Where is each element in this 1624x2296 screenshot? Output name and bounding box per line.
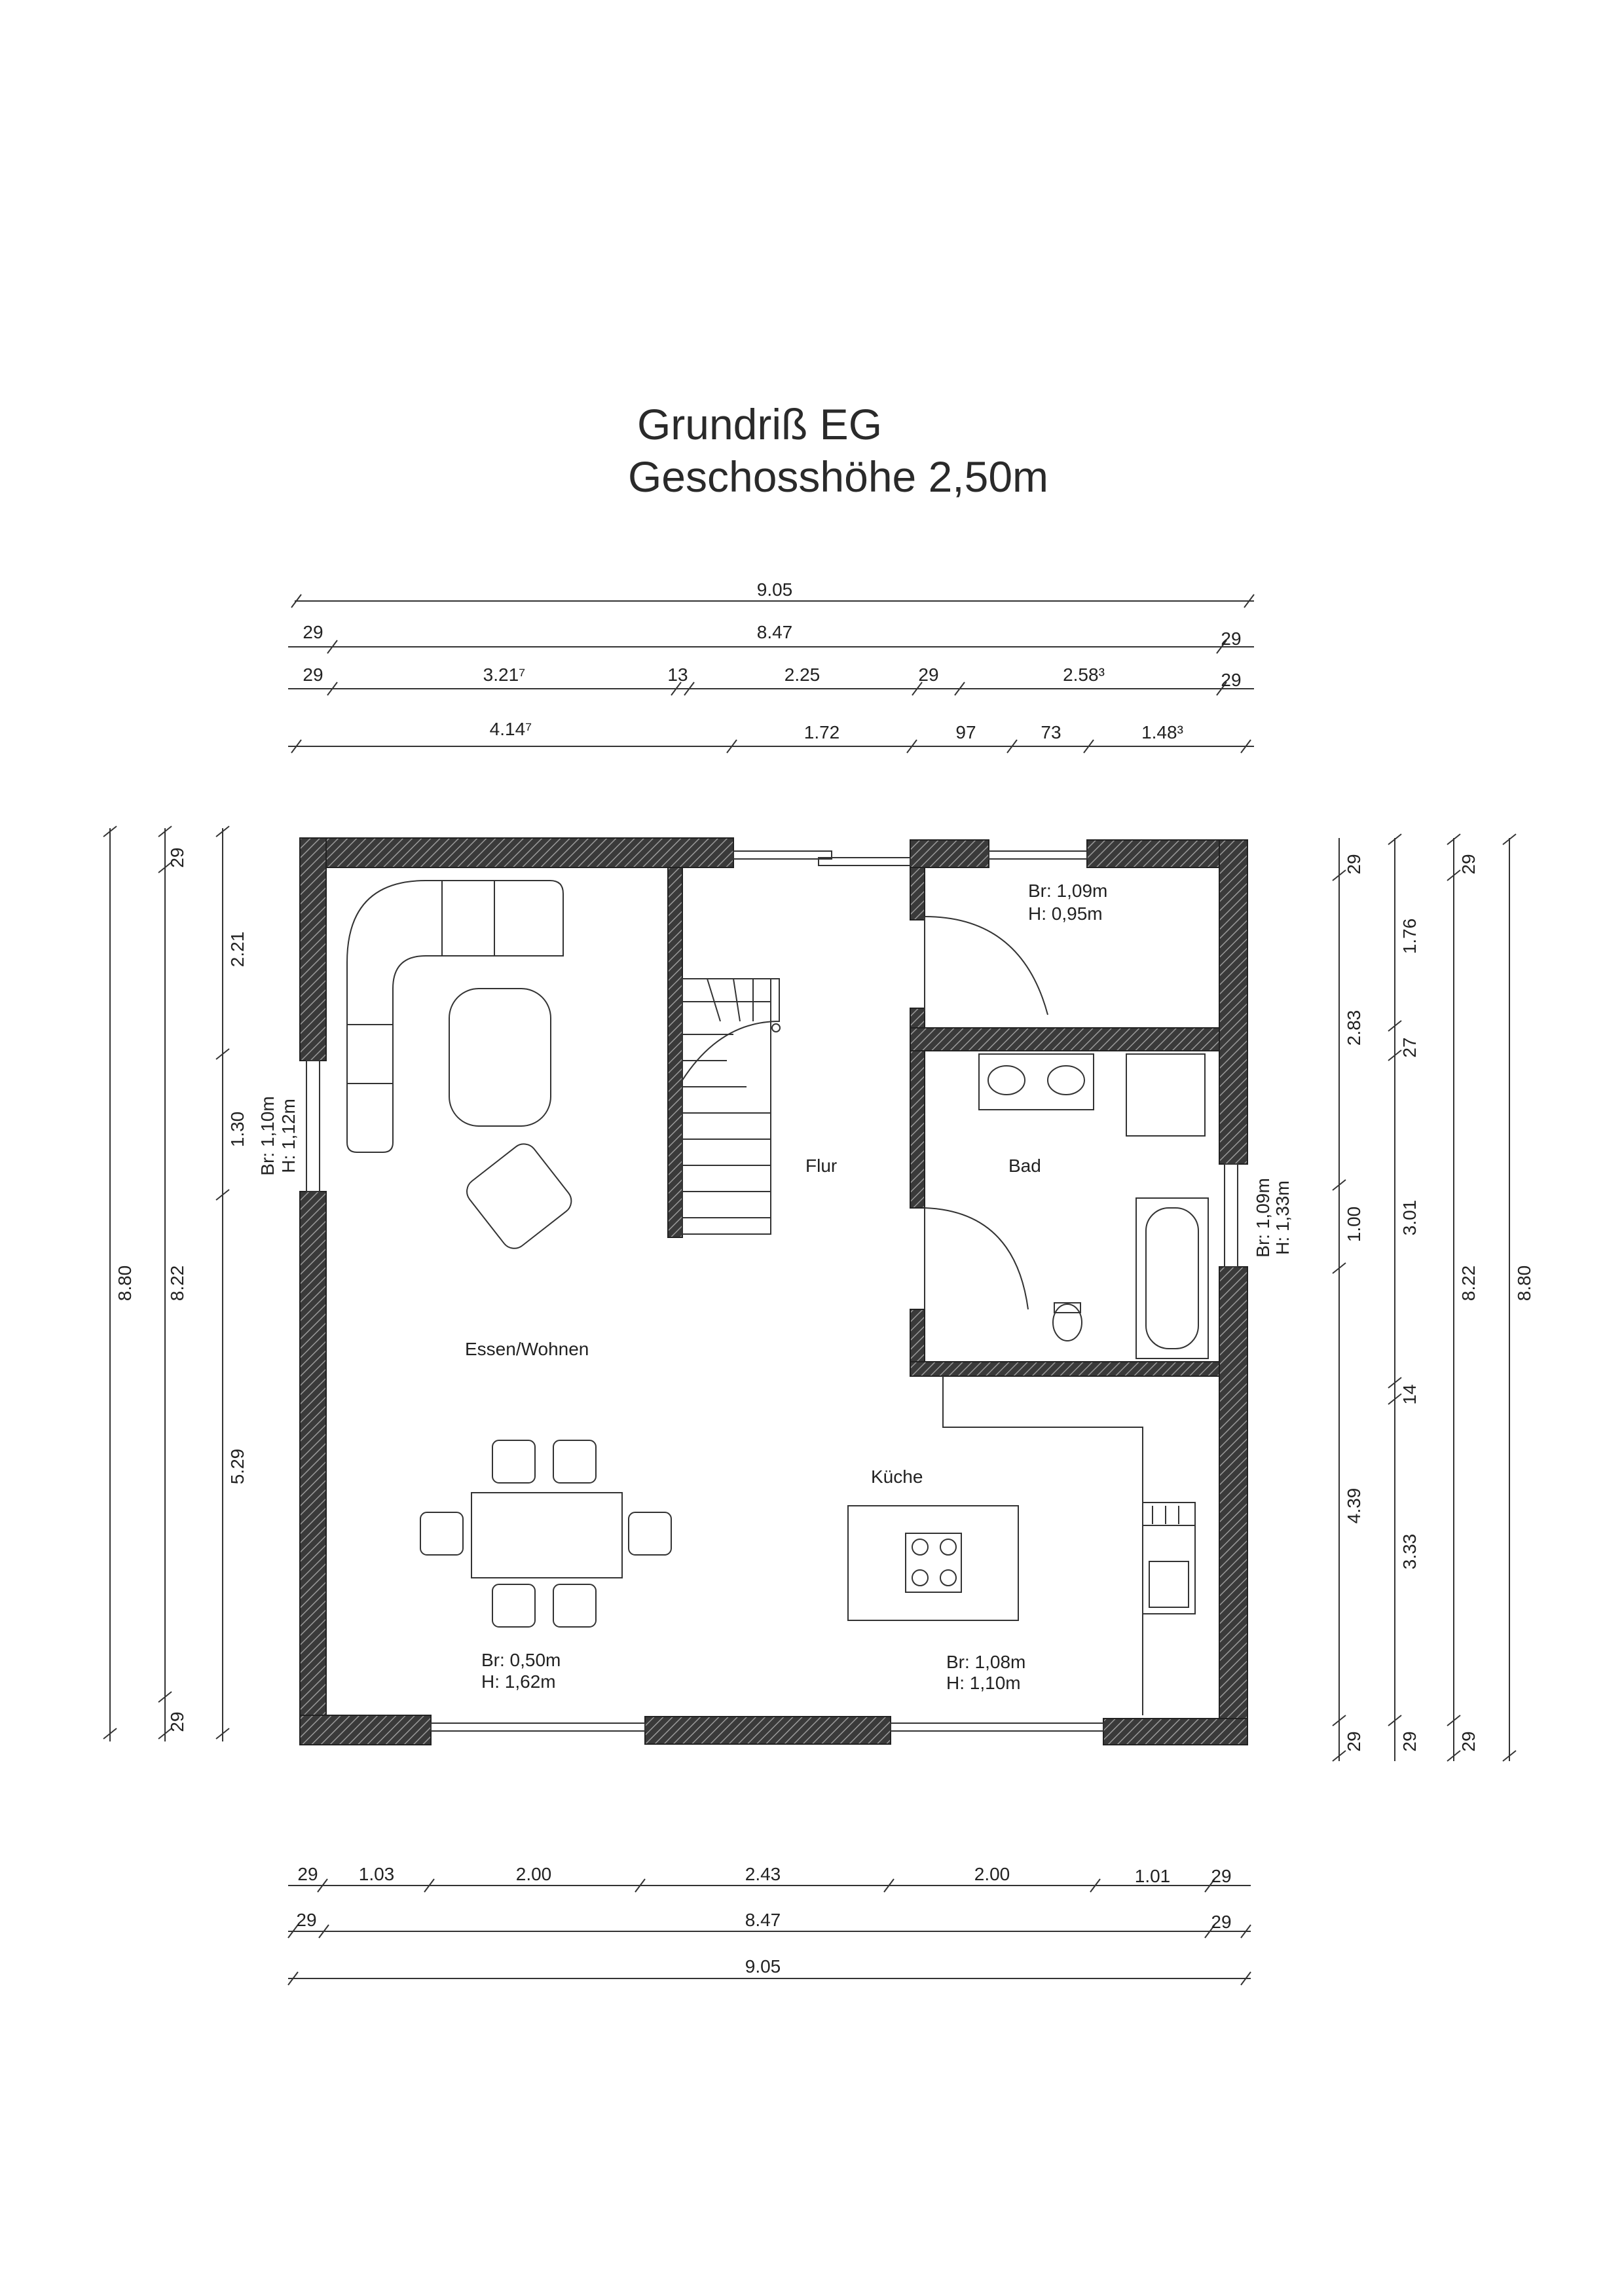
dim-right-mid-c: 3.01 (1399, 1200, 1420, 1236)
windows (306, 850, 1238, 1732)
dim-bottom-r1-a: 29 (297, 1864, 318, 1884)
dim-top-r3-a: 29 (303, 665, 323, 685)
dim-bottom-total: 9.05 (745, 1956, 781, 1977)
dim-left-total: 8.80 (115, 1266, 135, 1302)
room-label-hall: Flur (805, 1156, 837, 1176)
furniture (346, 880, 1209, 1715)
dim-right-mid-d: 14 (1399, 1384, 1420, 1404)
dim-left-inner-a: 2.21 (227, 932, 248, 968)
bottom-dimension-labels: 29 1.03 2.00 2.43 2.00 1.01 29 29 8.47 2… (296, 1864, 1231, 1977)
dim-bottom-r2-c: 29 (1211, 1912, 1231, 1932)
dim-top-r3-f: 2.58³ (1063, 665, 1105, 685)
dim-top-r2-a: 29 (303, 622, 323, 642)
dim-right-inner-a: 29 (1344, 854, 1364, 874)
dim-right-outer-c: 29 (1458, 1731, 1479, 1751)
right-dimension-labels: 29 2.83 1.00 4.39 29 1.76 27 3.01 14 3.3… (1344, 854, 1534, 1751)
dim-right-inner-e: 29 (1344, 1731, 1364, 1751)
window-south-left-height: H: 1,62m (481, 1671, 556, 1692)
dim-bottom-r2-b: 8.47 (745, 1910, 781, 1930)
dim-right-outer-b: 8.22 (1458, 1266, 1479, 1302)
plan-title: Grundriß EG (637, 400, 883, 448)
dim-top-r3-e: 29 (918, 665, 938, 685)
left-dimensions (103, 826, 230, 1741)
window-east-height: H: 1,33m (1272, 1180, 1293, 1255)
dim-right-mid-e: 3.33 (1399, 1534, 1420, 1570)
window-south-left-width: Br: 0,50m (481, 1650, 561, 1670)
dim-right-mid-a: 1.76 (1399, 919, 1420, 955)
room-label-kitchen: Küche (871, 1467, 923, 1487)
dim-top-r4-d: 73 (1041, 722, 1061, 742)
bottom-dimensions (287, 1878, 1251, 1986)
dim-left-inner-b: 1.30 (227, 1112, 248, 1148)
dim-right-inner-c: 1.00 (1344, 1207, 1364, 1243)
dim-bottom-r1-d: 2.43 (745, 1864, 781, 1884)
walls (299, 837, 1248, 1745)
dim-right-inner-b: 2.83 (1344, 1010, 1364, 1046)
dim-bottom-r1-f: 1.01 (1135, 1866, 1171, 1886)
right-dimensions (1332, 833, 1517, 1762)
dim-top-r3-b: 3.21⁷ (483, 665, 526, 685)
window-wc-height: H: 0,95m (1028, 903, 1103, 924)
dim-top-r3-c: 13 (667, 665, 688, 685)
dim-right-mid-f: 29 (1399, 1731, 1420, 1751)
dim-right-mid-b: 27 (1399, 1037, 1420, 1057)
window-south-right-width: Br: 1,08m (946, 1652, 1025, 1672)
window-labels: Br: 1,09m H: 0,95m Br: 1,10m H: 1,12m Br… (257, 881, 1293, 1693)
room-labels: Essen/Wohnen Flur Bad Küche (465, 1156, 1041, 1487)
window-east-width: Br: 1,09m (1253, 1178, 1273, 1257)
room-label-bath: Bad (1008, 1156, 1041, 1176)
dim-top-r4-c: 97 (955, 722, 976, 742)
window-west-height: H: 1,12m (278, 1099, 299, 1173)
window-wc-width: Br: 1,09m (1028, 881, 1107, 901)
dim-left-mid-a: 29 (167, 847, 187, 867)
doors (924, 916, 1048, 1310)
dim-left-mid-c: 29 (167, 1711, 187, 1732)
dim-bottom-r1-c: 2.00 (516, 1864, 552, 1884)
window-west-width: Br: 1,10m (257, 1096, 278, 1175)
dim-top-r3-d: 2.25 (784, 665, 821, 685)
staircase (682, 978, 781, 1235)
dim-top-r2-b: 8.47 (757, 622, 793, 642)
dim-right-inner-d: 4.39 (1344, 1488, 1364, 1524)
room-label-living: Essen/Wohnen (465, 1339, 589, 1359)
dim-right-outer-a: 29 (1458, 854, 1479, 874)
dim-left-mid-b: 8.22 (167, 1266, 187, 1302)
dim-top-r4-a: 4.14⁷ (490, 719, 532, 739)
dim-left-inner-c: 5.29 (227, 1449, 248, 1485)
plan-subtitle: Geschosshöhe 2,50m (627, 452, 1049, 501)
top-dimensions (288, 594, 1255, 754)
top-dimension-labels: 9.05 29 8.47 29 29 3.21⁷ 13 2.25 29 2.58… (303, 579, 1241, 742)
dim-bottom-r2-a: 29 (296, 1910, 316, 1930)
dim-top-r4-e: 1.48³ (1141, 722, 1183, 742)
dim-bottom-r1-g: 29 (1211, 1866, 1231, 1886)
window-south-right-height: H: 1,10m (946, 1673, 1021, 1693)
dim-top-r2-c: 29 (1221, 629, 1241, 649)
dim-bottom-r1-b: 1.03 (359, 1864, 395, 1884)
dim-right-total: 8.80 (1514, 1266, 1534, 1302)
dim-top-r3-g: 29 (1221, 670, 1241, 690)
dim-top-r4-b: 1.72 (804, 722, 840, 742)
dim-top-total: 9.05 (757, 579, 793, 600)
dim-bottom-r1-e: 2.00 (974, 1864, 1010, 1884)
left-dimension-labels: 8.80 29 8.22 29 2.21 1.30 5.29 (115, 847, 248, 1732)
